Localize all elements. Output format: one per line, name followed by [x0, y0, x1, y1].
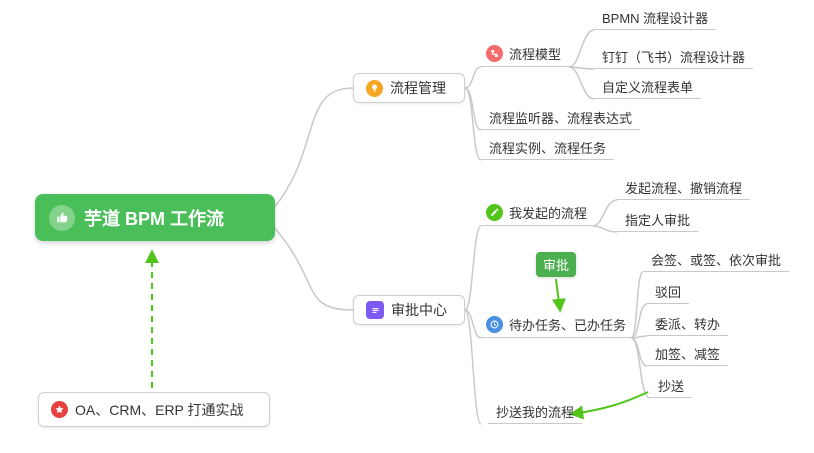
list-icon	[366, 301, 384, 319]
node-label: 待办任务、已办任务	[509, 318, 627, 333]
clock-icon	[486, 316, 503, 333]
node-cc[interactable]: 抄送	[650, 376, 693, 398]
node-add-reduce-sign[interactable]: 加签、减签	[647, 344, 729, 366]
node-label: 流程模型	[509, 47, 562, 62]
node-process-management[interactable]: 流程管理	[353, 73, 465, 103]
lightbulb-icon	[366, 79, 383, 97]
node-reject[interactable]: 驳回	[647, 282, 690, 304]
root-label: 芋道 BPM 工作流	[84, 208, 225, 229]
node-assignee-approval[interactable]: 指定人审批	[617, 210, 699, 232]
node-todo-done[interactable]: 待办任务、已办任务	[481, 314, 631, 338]
node-label: 指定人审批	[625, 213, 691, 228]
node-dingtalk-feishu-designer[interactable]: 钉钉（飞书）流程设计器	[594, 47, 754, 69]
node-label: BPMN 流程设计器	[602, 11, 709, 26]
node-label: 钉钉（飞书）流程设计器	[602, 50, 746, 65]
node-countersign[interactable]: 会签、或签、依次审批	[643, 250, 790, 272]
node-label: 自定义流程表单	[602, 80, 694, 95]
node-label: 驳回	[655, 285, 682, 300]
node-oa-crm-erp[interactable]: OA、CRM、ERP 打通实战	[38, 392, 270, 427]
node-label: 流程监听器、流程表达式	[489, 111, 633, 126]
node-listener-expression[interactable]: 流程监听器、流程表达式	[481, 108, 641, 130]
root-node[interactable]: 芋道 BPM 工作流	[35, 194, 275, 241]
node-label: 委派、转办	[655, 317, 721, 332]
node-bpmn-designer[interactable]: BPMN 流程设计器	[594, 8, 717, 30]
approval-tag[interactable]: 审批	[536, 252, 576, 277]
node-process-model[interactable]: 流程模型	[481, 43, 569, 67]
node-label: 流程管理	[390, 80, 446, 96]
node-label: 我发起的流程	[509, 206, 588, 221]
node-label: 抄送	[658, 379, 685, 394]
node-cc-my-process[interactable]: 抄送我的流程	[488, 402, 583, 424]
pencil-icon	[486, 204, 503, 221]
node-approval-center[interactable]: 审批中心	[353, 295, 465, 325]
thumbs-up-icon	[49, 204, 75, 231]
node-label: 审批中心	[391, 302, 447, 318]
approval-flow-arrow	[551, 278, 566, 313]
node-label: 会签、或签、依次审批	[651, 253, 782, 268]
node-label: OA、CRM、ERP 打通实战	[75, 401, 244, 418]
node-delegate-transfer[interactable]: 委派、转办	[647, 314, 729, 336]
node-my-initiated[interactable]: 我发起的流程	[481, 202, 593, 226]
node-label: 抄送我的流程	[496, 405, 575, 420]
star-icon	[51, 401, 68, 418]
node-instance-task[interactable]: 流程实例、流程任务	[481, 138, 615, 160]
node-custom-process-form[interactable]: 自定义流程表单	[594, 77, 702, 99]
cc-flow-arrow	[569, 391, 649, 420]
node-initiate-cancel[interactable]: 发起流程、撤销流程	[617, 178, 751, 200]
flow-model-icon	[486, 45, 503, 62]
approval-tag-label: 审批	[542, 258, 569, 273]
node-label: 流程实例、流程任务	[489, 141, 607, 156]
node-label: 发起流程、撤销流程	[625, 181, 743, 196]
node-label: 加签、减签	[655, 347, 721, 362]
